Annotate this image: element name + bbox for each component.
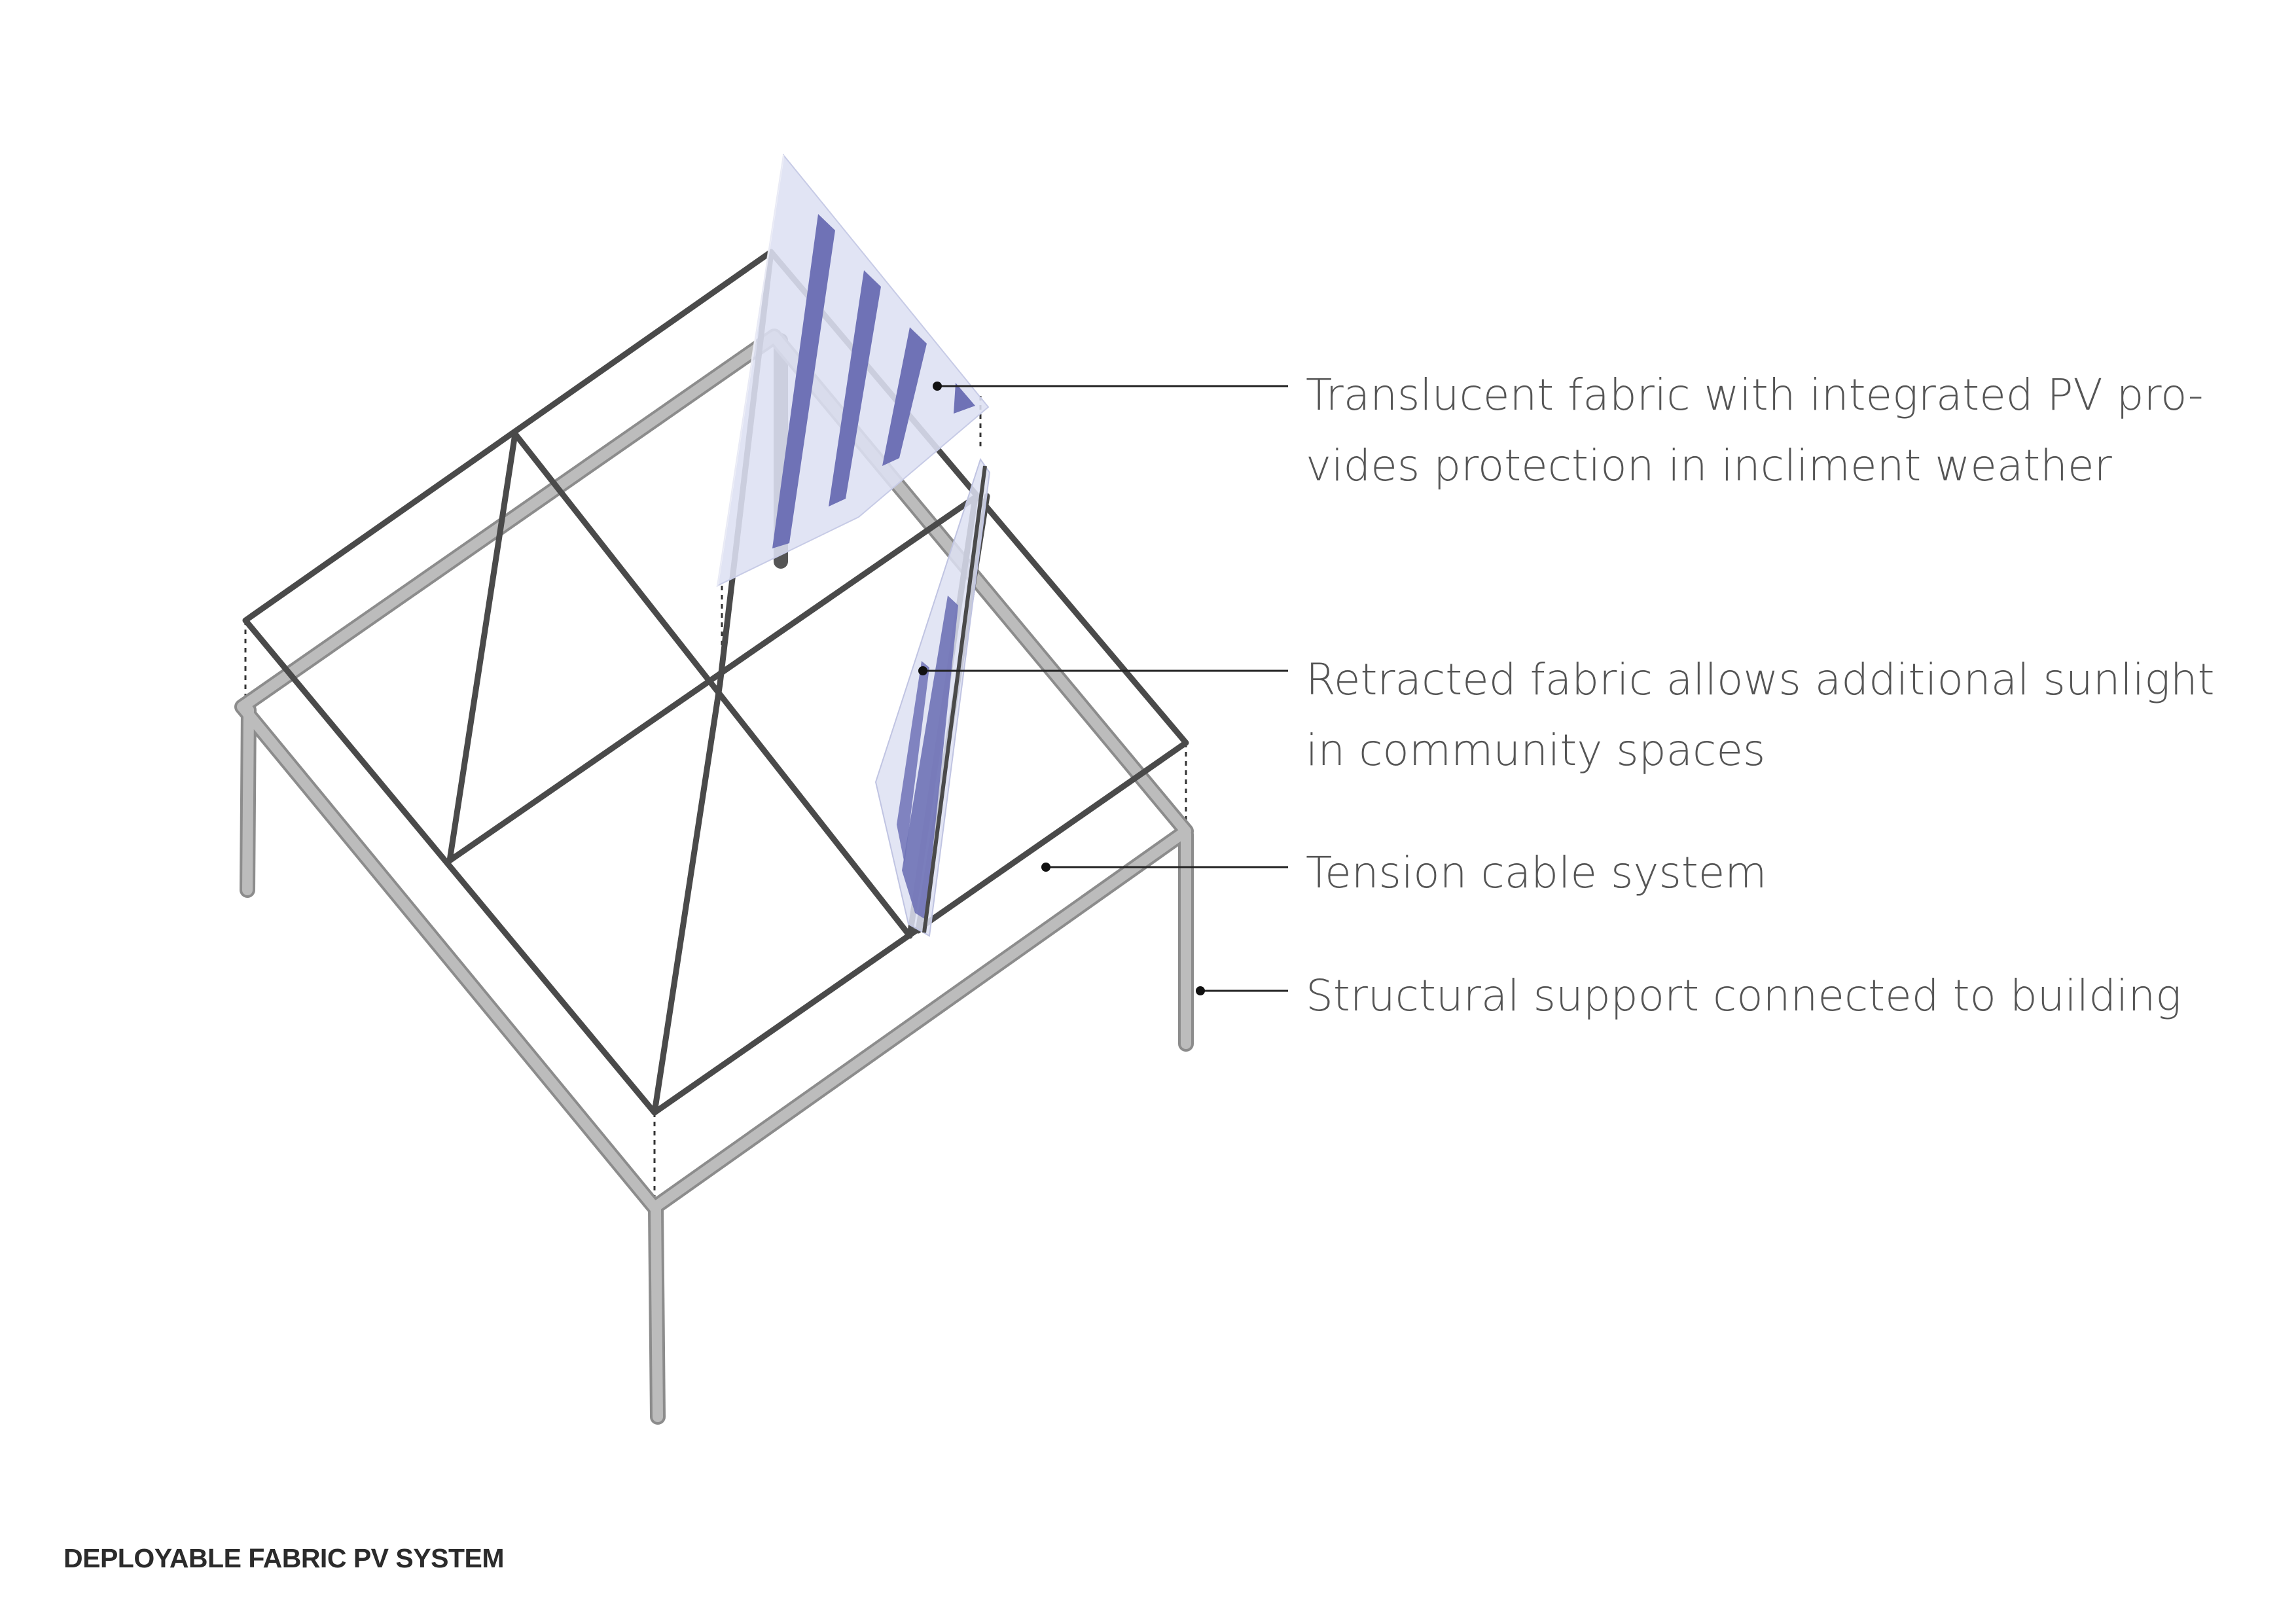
annotation-text-line: vides protection in incliment weather bbox=[1306, 440, 2112, 491]
projection-lines bbox=[244, 396, 1187, 1207]
pv-strips bbox=[772, 214, 975, 548]
figure-caption: DEPLOYABLE FABRIC PV SYSTEM bbox=[63, 1543, 505, 1573]
annotation-text-line: Translucent fabric with integrated PV pr… bbox=[1306, 370, 2204, 420]
annotation-tension-cable: Tension cable system bbox=[1306, 838, 1767, 908]
annotation-fabric-deployed: Translucent fabric with integrated PV pr… bbox=[1306, 360, 2204, 501]
annotation-text-line: Tension cable system bbox=[1306, 847, 1767, 898]
structural-tube-frame bbox=[234, 329, 1194, 1425]
annotation-text-line: Structural support connected to building bbox=[1306, 971, 2181, 1021]
annotation-text-line: Retracted fabric allows additional sunli… bbox=[1306, 654, 2215, 705]
annotation-leaders bbox=[918, 382, 1288, 995]
annotation-text-line: in community spaces bbox=[1306, 725, 1766, 776]
deployed-fabric-panel bbox=[716, 153, 990, 587]
retracted-fabric-bundle bbox=[874, 457, 991, 937]
annotation-fabric-retracted: Retracted fabric allows additional sunli… bbox=[1306, 645, 2215, 786]
annotation-structural-support: Structural support connected to building bbox=[1306, 961, 2181, 1031]
